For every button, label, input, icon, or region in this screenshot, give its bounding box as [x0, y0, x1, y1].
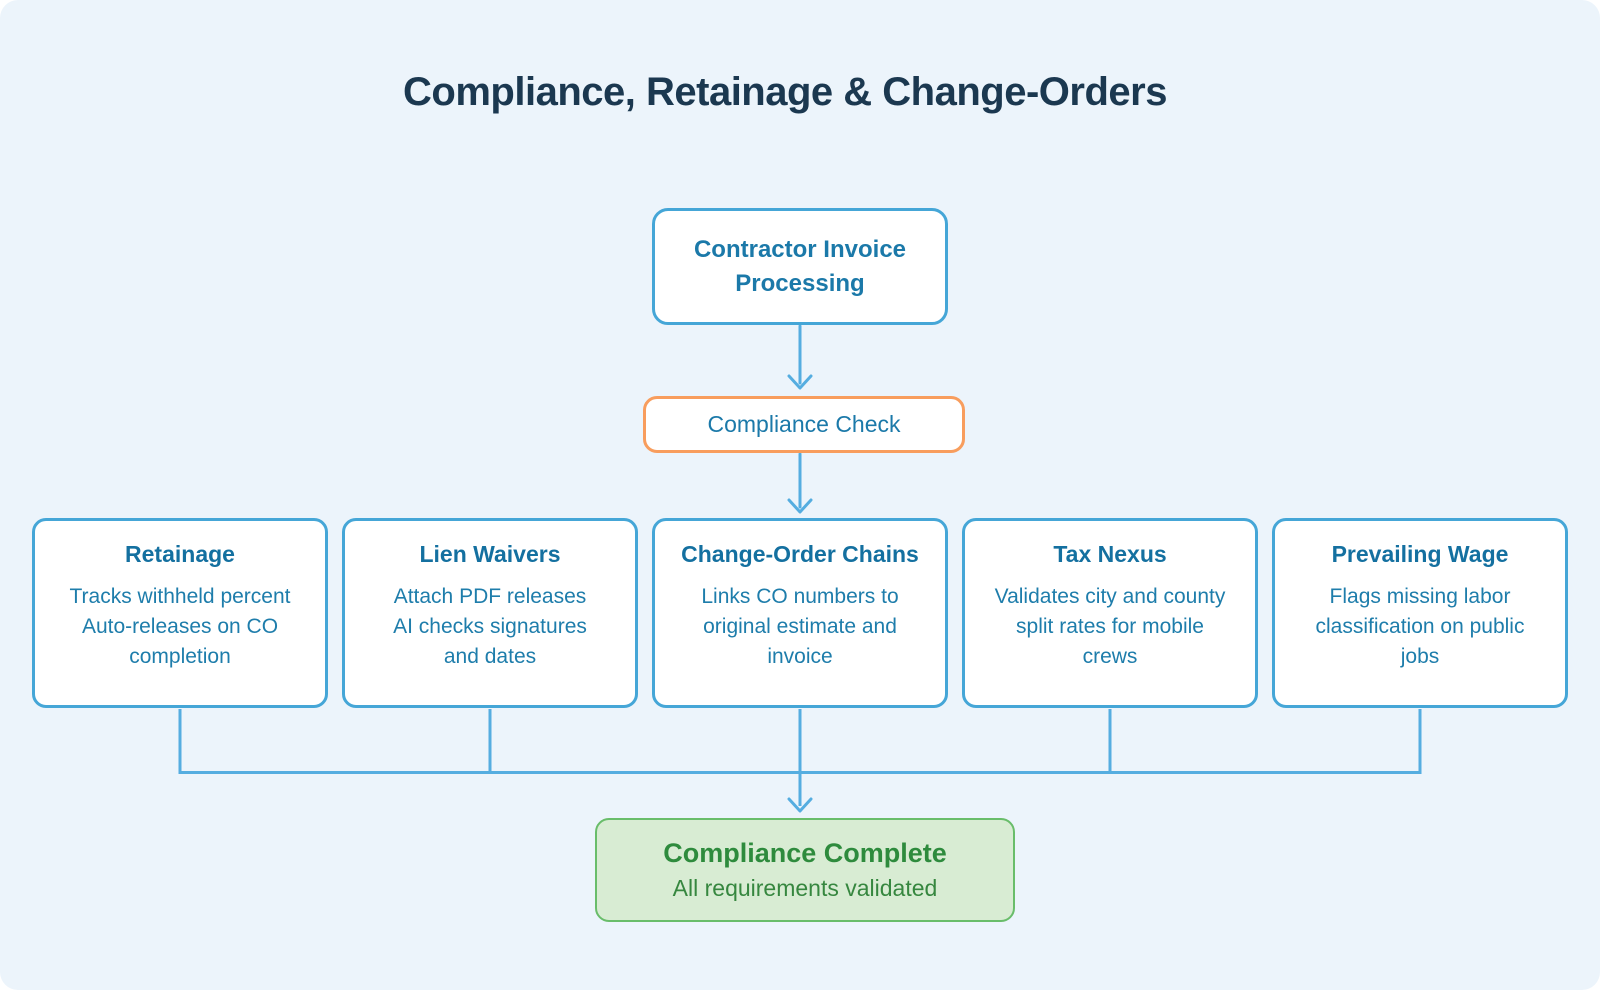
node-retainage: Retainage Tracks withheld percent Auto-r…	[32, 518, 328, 708]
complete-subtitle: All requirements validated	[672, 874, 938, 901]
node-contractor-invoice-processing: Contractor Invoice Processing	[652, 208, 948, 325]
branch-body: Links CO numbers to original estimate an…	[701, 584, 899, 668]
node-prevailing-wage: Prevailing Wage Flags missing labor clas…	[1272, 518, 1568, 708]
arrow-into-complete	[787, 797, 813, 813]
branch-title: Lien Waivers	[419, 541, 561, 567]
complete-title: Compliance Complete	[663, 838, 947, 868]
node-compliance-complete: Compliance Complete All requirements val…	[595, 818, 1015, 922]
node-compliance-check: Compliance Check	[643, 396, 965, 453]
node-label: Compliance Check	[707, 411, 901, 437]
arrow-gate-to-branches	[787, 452, 813, 514]
diagram-title: Compliance, Retainage & Change-Orders	[403, 70, 1167, 114]
node-change-order-chains: Change-Order Chains Links CO numbers to …	[652, 518, 948, 708]
branch-title: Tax Nexus	[1053, 541, 1167, 567]
branch-body: Attach PDF releases AI checks signatures…	[393, 584, 587, 668]
branch-body: Flags missing labor classification on pu…	[1315, 584, 1525, 668]
branch-body: Tracks withheld percent Auto-releases on…	[69, 584, 291, 668]
node-label: Contractor Invoice Processing	[693, 236, 907, 297]
gather-lines	[178, 709, 1422, 806]
arrow-start-to-gate	[787, 324, 813, 390]
branch-title: Prevailing Wage	[1331, 541, 1509, 567]
node-tax-nexus: Tax Nexus Validates city and county spli…	[962, 518, 1258, 708]
branch-title: Change-Order Chains	[681, 541, 919, 567]
node-lien-waivers: Lien Waivers Attach PDF releases AI chec…	[342, 518, 638, 708]
branch-title: Retainage	[125, 541, 235, 567]
branch-body: Validates city and county split rates fo…	[994, 584, 1226, 668]
